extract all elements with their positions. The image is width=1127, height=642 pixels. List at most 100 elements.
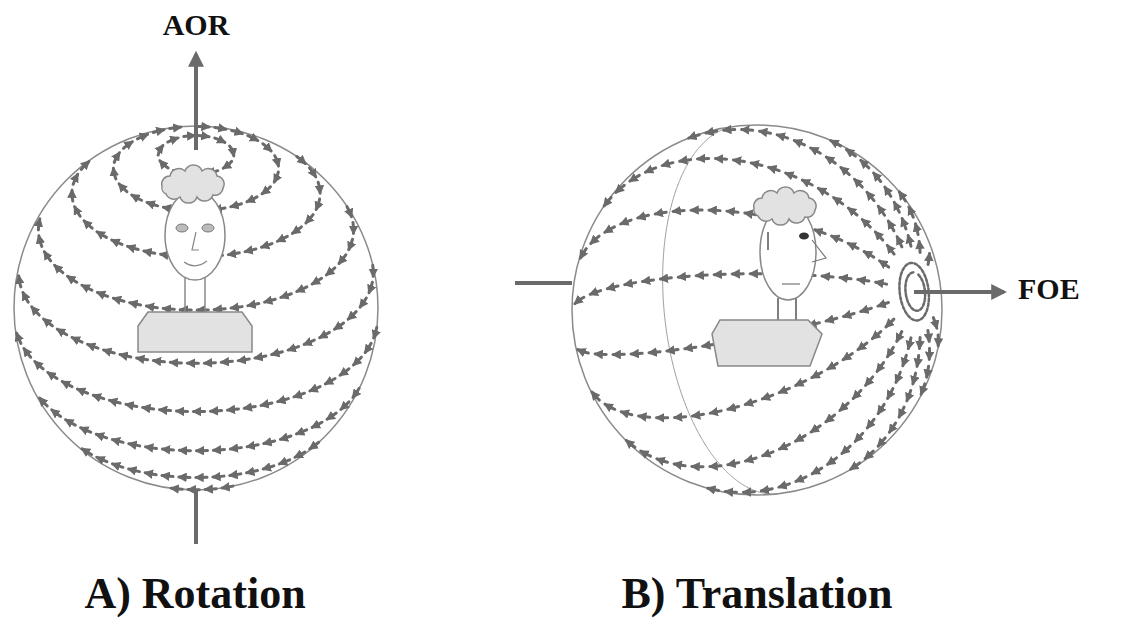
flow-arrow (831, 141, 841, 146)
flow-arrow (703, 344, 714, 346)
flow-arrow (796, 477, 806, 481)
flow-arrow (158, 146, 163, 156)
flow-arrow (906, 299, 909, 302)
flow-arrow (62, 382, 72, 387)
flow-arrow (660, 278, 671, 279)
flow-arrow (918, 275, 920, 277)
flow-arrow (858, 343, 867, 350)
flow-arrow (796, 381, 806, 386)
flow-arrow (238, 359, 249, 361)
flow-arrow (927, 366, 929, 377)
flow-arrow (575, 297, 584, 303)
ear (767, 232, 769, 250)
flow-arrow (17, 333, 21, 343)
flow-arrow (761, 489, 772, 491)
flow-arrow (320, 332, 330, 337)
flow-arrow (638, 215, 649, 218)
neck-line (795, 298, 797, 320)
flow-arrow (905, 294, 908, 297)
flow-arrow (595, 352, 606, 356)
flow-arrow (326, 268, 334, 275)
flow-arrow (898, 282, 901, 285)
flow-arrow (247, 197, 257, 202)
flow-arrow (734, 160, 745, 162)
flow-arrow (244, 406, 255, 408)
flow-arrow (862, 220, 870, 227)
flow-arrow (914, 263, 917, 264)
flow-arrow (57, 329, 66, 335)
flow-arrow (915, 309, 918, 312)
flow-arrow (846, 150, 855, 156)
axis-label: AOR (163, 8, 230, 41)
flow-arrow (908, 275, 910, 278)
translation-axis (914, 290, 1004, 294)
flow-arrow (832, 236, 842, 240)
flow-arrow (297, 287, 307, 292)
flow-arrow (605, 227, 615, 232)
flow-arrow (280, 436, 290, 439)
flow-arrow (689, 135, 699, 138)
flow-arrow (170, 127, 181, 128)
eye (799, 233, 809, 240)
flow-arrow (196, 449, 207, 452)
flow-arrow (927, 304, 930, 307)
flow-arrow (899, 407, 904, 417)
flow-arrow (685, 347, 696, 349)
flow-arrow (160, 161, 168, 168)
flow-arrow (928, 348, 931, 359)
flow-arrow (211, 409, 222, 413)
flow-arrow (274, 172, 278, 182)
flow-arrow (649, 352, 660, 353)
flow-arrow (316, 199, 320, 209)
flow-arrow (215, 127, 226, 129)
flow-arrow (750, 272, 761, 275)
flow-arrow (779, 444, 789, 449)
flow-arrow (826, 415, 835, 422)
flow-arrow (592, 392, 599, 400)
flow-arrow (340, 369, 349, 375)
flow-arrow (796, 436, 806, 441)
flow-arrow (310, 387, 320, 391)
flow-arrow (40, 398, 48, 406)
flow-arrow (230, 146, 234, 156)
flow-arrow (853, 390, 861, 398)
flow-arrow (231, 307, 242, 308)
flow-arrow (921, 279, 922, 282)
flow-arrow (48, 372, 57, 378)
flow-arrow (732, 272, 743, 275)
flow-arrow (196, 476, 207, 479)
flow-arrow (662, 163, 673, 166)
flow-arrow (710, 411, 721, 413)
flow-arrow (811, 148, 821, 153)
flow-arrow (349, 239, 353, 249)
flow-arrow (763, 452, 773, 456)
flow-arrow (907, 390, 911, 400)
flow-arrow (605, 404, 615, 409)
flow-arrow (908, 338, 911, 349)
flow-arrow (867, 419, 874, 428)
flow-arrow (353, 388, 359, 397)
flow-arrow (826, 157, 835, 163)
flow-arrow (880, 261, 889, 267)
flow-arrow (655, 212, 666, 214)
flow-arrow (374, 327, 377, 338)
flow-arrow (168, 138, 178, 142)
flow-arrow (680, 160, 691, 162)
flow-arrow (842, 446, 850, 453)
flow-arrow (194, 410, 205, 413)
flow-arrow (872, 332, 880, 339)
flow-arrow (864, 252, 874, 258)
flow-arrow (867, 192, 874, 200)
flow-arrow (878, 206, 884, 215)
translation-axis (515, 281, 572, 285)
flow-arrow (365, 343, 371, 352)
flow-arrow (925, 279, 928, 282)
flow-arrow (306, 215, 313, 223)
flow-arrow (215, 138, 225, 142)
flow-arrow (915, 224, 918, 235)
rotation-axis (194, 490, 198, 544)
flow-arrow (928, 330, 929, 341)
flow-arrow (706, 131, 717, 133)
